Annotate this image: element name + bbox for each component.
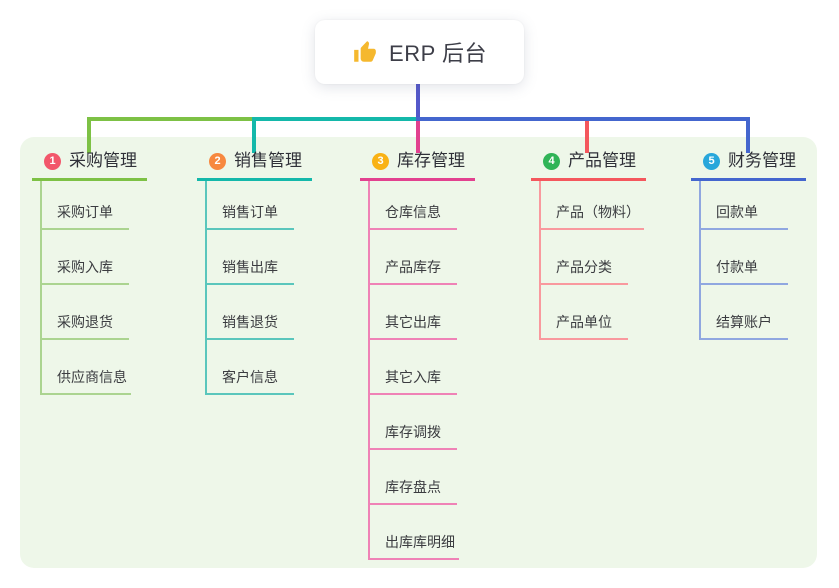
branch-5: 5 财务管理回款单付款单结算账户 <box>691 150 806 340</box>
branch-1: 1 采购管理采购订单采购入库采购退货供应商信息 <box>32 150 147 395</box>
branch-title-node[interactable]: 4 产品管理 <box>531 150 646 181</box>
child-node[interactable]: 其它出库 <box>370 285 457 340</box>
thumbs-up-icon <box>354 41 376 62</box>
child-node-label: 库存盘点 <box>385 479 441 495</box>
connector-segment <box>416 84 420 119</box>
branch-title-node[interactable]: 2 销售管理 <box>197 150 312 181</box>
child-node[interactable]: 产品库存 <box>370 230 457 285</box>
branch-4: 4 产品管理产品（物料） 产品分类产品单位 <box>531 150 646 340</box>
branch-title-label: 采购管理 <box>69 151 137 170</box>
branch-title-label: 库存管理 <box>397 151 465 170</box>
connector-segment <box>746 117 750 153</box>
child-node-label: 回款单 <box>716 204 758 220</box>
child-node[interactable]: 销售订单 <box>207 181 294 230</box>
branches-panel <box>20 137 817 568</box>
child-node[interactable]: 销售退货 <box>207 285 294 340</box>
child-node[interactable]: 库存盘点 <box>370 450 457 505</box>
child-node[interactable]: 其它入库 <box>370 340 457 395</box>
branch-children: 销售订单销售出库销售退货客户信息 <box>205 181 294 395</box>
child-node[interactable]: 产品（物料） <box>541 181 644 230</box>
child-node-label: 其它出库 <box>385 314 441 330</box>
child-node[interactable]: 采购入库 <box>42 230 129 285</box>
child-node-label: 供应商信息 <box>57 369 127 385</box>
child-node-label: 产品分类 <box>556 259 612 275</box>
child-node[interactable]: 采购订单 <box>42 181 129 230</box>
child-node[interactable]: 库存调拨 <box>370 395 457 450</box>
child-node-label: 库存调拨 <box>385 424 441 440</box>
branch-number-badge: 3 <box>372 152 389 170</box>
child-node[interactable]: 付款单 <box>701 230 788 285</box>
connector-segment <box>416 121 420 153</box>
child-node-label: 产品（物料） <box>556 204 640 220</box>
branch-title-node[interactable]: 5 财务管理 <box>691 150 806 181</box>
root-node-label: ERP 后台 <box>389 41 487 66</box>
branch-title-label: 产品管理 <box>568 151 636 170</box>
branch-2: 2 销售管理销售订单销售出库销售退货客户信息 <box>197 150 312 395</box>
connector-segment <box>252 117 256 153</box>
connector-segment <box>87 117 91 153</box>
connector-segment <box>256 117 416 121</box>
branch-number-badge: 2 <box>209 152 226 170</box>
child-node[interactable]: 供应商信息 <box>42 340 131 395</box>
child-node[interactable]: 出库库明细 <box>370 505 459 560</box>
child-node[interactable]: 结算账户 <box>701 285 788 340</box>
child-node-label: 产品库存 <box>385 259 441 275</box>
child-node-label: 销售出库 <box>222 259 278 275</box>
child-node[interactable]: 客户信息 <box>207 340 294 395</box>
child-node[interactable]: 产品分类 <box>541 230 628 285</box>
branch-children: 回款单付款单结算账户 <box>699 181 788 340</box>
child-node-label: 采购入库 <box>57 259 113 275</box>
connector-segment <box>416 117 750 121</box>
child-node-label: 付款单 <box>716 259 758 275</box>
branch-title-label: 销售管理 <box>234 151 302 170</box>
child-node[interactable]: 销售出库 <box>207 230 294 285</box>
child-node-label: 销售订单 <box>222 204 278 220</box>
child-node[interactable]: 产品单位 <box>541 285 628 340</box>
branch-children: 采购订单采购入库采购退货供应商信息 <box>40 181 131 395</box>
child-node[interactable]: 仓库信息 <box>370 181 457 230</box>
branch-title-label: 财务管理 <box>728 151 796 170</box>
child-node-label: 客户信息 <box>222 369 278 385</box>
child-node-label: 销售退货 <box>222 314 278 330</box>
child-node-label: 产品单位 <box>556 314 612 330</box>
child-node-label: 出库库明细 <box>385 534 455 550</box>
branch-3: 3 库存管理仓库信息产品库存其它出库其它入库库存调拨库存盘点出库库明细 <box>360 150 475 560</box>
child-node[interactable]: 回款单 <box>701 181 788 230</box>
branch-children: 仓库信息产品库存其它出库其它入库库存调拨库存盘点出库库明细 <box>368 181 459 560</box>
child-node-label: 仓库信息 <box>385 204 441 220</box>
branch-number-badge: 1 <box>44 152 61 170</box>
child-node-label: 采购订单 <box>57 204 113 220</box>
root-node[interactable]: ERP 后台 <box>315 20 524 84</box>
branch-number-badge: 4 <box>543 152 560 170</box>
child-node[interactable]: 采购退货 <box>42 285 129 340</box>
branch-children: 产品（物料） 产品分类产品单位 <box>539 181 644 340</box>
child-node-label: 采购退货 <box>57 314 113 330</box>
branch-title-node[interactable]: 3 库存管理 <box>360 150 475 181</box>
child-node-label: 结算账户 <box>716 314 772 330</box>
branch-title-node[interactable]: 1 采购管理 <box>32 150 147 181</box>
child-node-label: 其它入库 <box>385 369 441 385</box>
connector-segment <box>87 117 258 121</box>
connector-segment <box>585 121 589 153</box>
branch-number-badge: 5 <box>703 152 720 170</box>
